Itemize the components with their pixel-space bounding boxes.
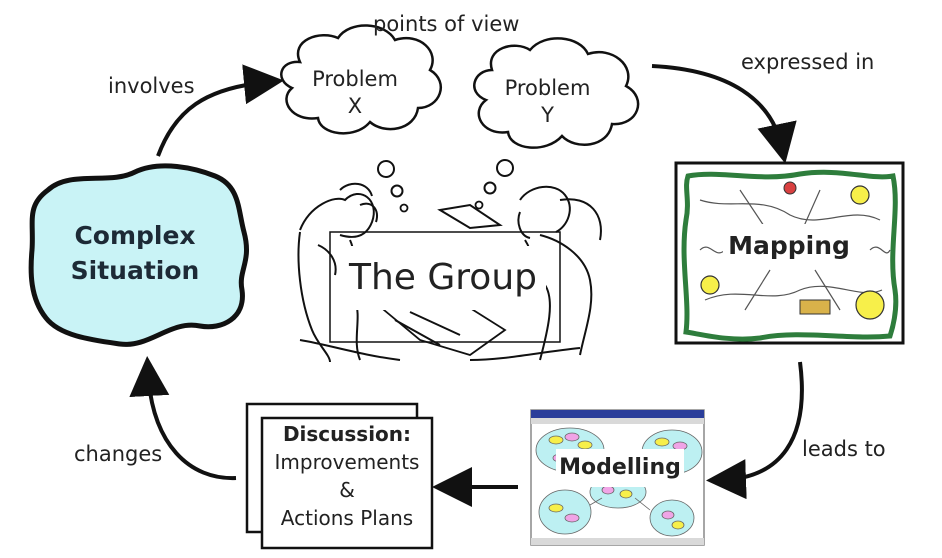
mapping-smiley-icon [850,185,870,205]
mapping-border-doodle [681,169,899,342]
problem-x-label: Problem X [300,66,410,120]
mapping-book-icon [799,299,831,315]
group-label: The Group [340,246,546,310]
edge-label-leads-to: leads to [802,437,886,461]
modelling-menubar [531,418,704,424]
edge-label-expressed-in: expressed in [741,50,875,74]
modelling-statusbar [531,538,704,545]
discussion-line2: & [339,478,355,502]
edge-label-points-of-view: points of view [373,12,520,36]
thought-bubble [390,184,404,198]
cloud-problem-y [473,37,640,149]
mapping-smiley-icon [855,290,885,320]
problem-x-line2: X [347,94,363,118]
complex-situation-line2: Situation [70,256,200,285]
thought-bubble [483,181,497,195]
mapping-label: Mapping [723,224,855,268]
discussion-line3: Actions Plans [280,506,414,530]
complex-situation-label: Complex Situation [40,218,230,288]
edge-label-changes: changes [74,442,163,466]
arrow-expressed-in [651,64,797,164]
problem-y-label: Problem Y [490,75,605,129]
problem-y-line1: Problem [504,76,591,100]
arrow-involves [156,64,284,157]
mapping-smiley-icon [700,275,720,295]
discussion-title: Discussion: [282,422,412,446]
arrow-changes [129,356,237,481]
mapping-doodles [699,189,891,311]
arrow-leads-to [706,361,804,500]
discussion-line1: Improvements [274,450,420,474]
cloud-problem-x [280,24,442,135]
edge-label-involves: involves [108,74,195,98]
modelling-model-graphic [535,427,703,537]
modelling-titlebar [531,410,704,418]
mapping-ball-icon [783,181,797,195]
discussion-label: Discussion: Improvements & Actions Plans [262,420,432,548]
thought-bubble [377,160,395,178]
thought-bubble [399,203,409,213]
complex-situation-blob [28,163,250,347]
problem-x-line1: Problem [312,67,398,91]
thought-bubble [474,200,484,210]
problem-y-line2: Y [541,103,554,127]
complex-situation-line1: Complex [74,221,196,250]
thought-bubble [496,159,514,177]
modelling-label: Modelling [556,449,684,487]
